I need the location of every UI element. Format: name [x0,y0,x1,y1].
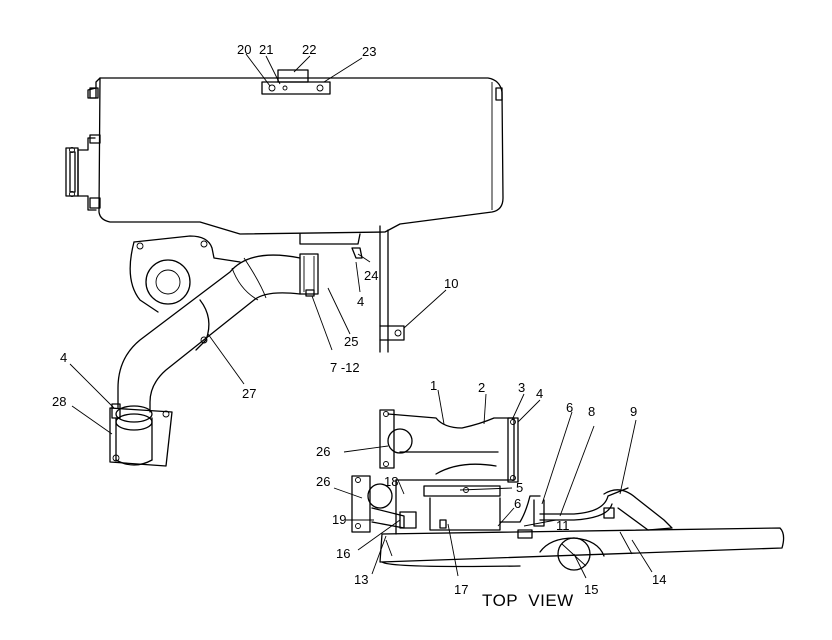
mounting-bracket [395,479,541,535]
callout-16: 16 [336,546,350,561]
callout-8: 8 [588,404,595,419]
tank [65,77,504,235]
callout-labels: 20 21 22 23 24 4 10 25 7 -12 27 4 28 1 2… [52,42,666,597]
callout-20: 20 [237,42,251,57]
callout-18: 18 [384,474,398,489]
callout-4-right: 4 [536,386,543,401]
exhaust-pipe [115,254,301,466]
callout-4-upper: 4 [357,294,364,309]
callout-27: 27 [242,386,256,401]
callout-22: 22 [302,42,316,57]
callout-26-lower: 26 [316,474,330,489]
clamp-lower-left [351,475,417,533]
frame-rail [379,527,785,568]
tank-drain [299,233,363,259]
callout-25: 25 [344,334,358,349]
callout-28: 28 [52,394,66,409]
callout-13: 13 [354,572,368,587]
callout-9: 9 [630,404,637,419]
callout-2: 2 [478,380,485,395]
filler-cap [261,69,331,95]
callout-11: 11 [556,518,570,533]
callout-1: 1 [430,378,437,393]
callout-3: 3 [518,380,525,395]
callout-10: 10 [444,276,458,291]
top-view-caption: TOP VIEW [482,591,574,610]
clamp-upper [299,253,319,297]
callout-23: 23 [362,44,376,59]
callout-21: 21 [259,42,273,57]
callout-6-upper: 6 [566,400,573,415]
exhaust-manifold [129,235,241,351]
callout-24: 24 [364,268,378,283]
callout-14: 14 [652,572,666,587]
leader-lines [69,53,653,579]
callout-5: 5 [516,480,523,495]
engine-mount-boss [517,529,605,571]
callout-19: 19 [332,512,346,527]
callout-7-12: 7 -12 [330,360,360,375]
flange-lower [109,403,173,467]
support-tube [379,225,405,353]
callout-17: 17 [454,582,468,597]
callout-4-left: 4 [60,350,67,365]
muffler-body [379,409,519,483]
callout-15: 15 [584,582,598,597]
callout-26-upper: 26 [316,444,330,459]
brace-rods [533,487,673,531]
callout-6-lower: 6 [514,496,521,511]
